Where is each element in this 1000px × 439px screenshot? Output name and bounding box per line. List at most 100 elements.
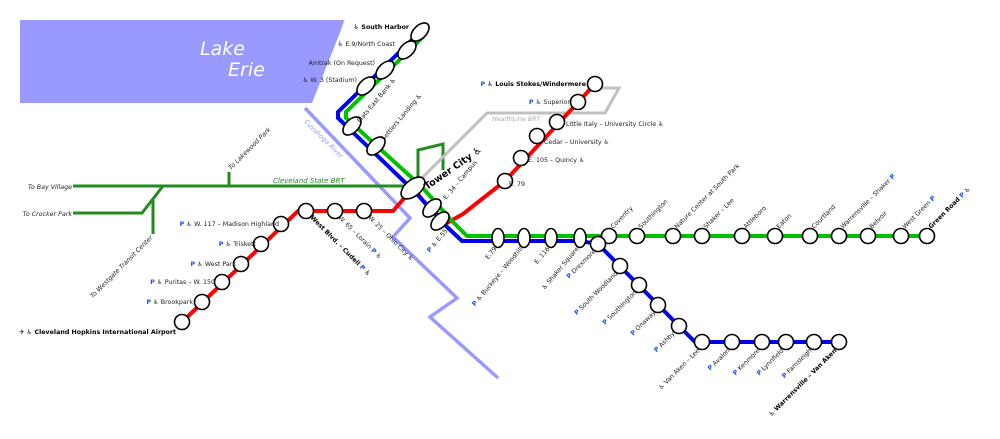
to-lakewood-label: To Lakewood Park [227, 126, 272, 171]
station-label-southington: Southington [637, 198, 669, 230]
stations-layer [173, 20, 936, 351]
station-label-puritas-w-150: P ♿ Puritas – W. 150 [150, 279, 215, 286]
station-settlers-landing[interactable] [364, 134, 389, 159]
station-label-buckeye-woodhill: P ♿ Buckeye – Woodhill [471, 246, 525, 308]
station-label-w-3-stadium: ♿ W. 3 (Stadium) [303, 77, 357, 84]
station-label-e-105-quincy: E. 105 – Quincy ♿ [528, 157, 585, 164]
station-label-south-harbor: ♿ South Harbor [354, 24, 410, 31]
healthline-brt [416, 86, 622, 184]
station-superior[interactable] [569, 93, 587, 111]
station-lynnfield[interactable] [777, 333, 795, 351]
station-belvoir[interactable] [859, 227, 877, 245]
station-green-road[interactable] [918, 227, 936, 245]
station-w-117-madison-highland[interactable] [272, 215, 290, 233]
station-label-green-road: Green Road P ♿ [927, 186, 972, 231]
station-brookpark[interactable] [193, 293, 211, 311]
green-line [344, 34, 927, 238]
station-label-avalon: P Avalon [707, 347, 732, 372]
station-southington[interactable] [630, 276, 648, 294]
lake-label-line2: Erie [228, 59, 265, 81]
station-w-3-stadium[interactable] [354, 74, 379, 99]
station-triskett[interactable] [252, 235, 270, 253]
station-label-amtrak-on-request: Amtrak (On Request) [309, 60, 375, 67]
station-south-woodland[interactable] [611, 257, 629, 275]
station-van-aken-lee[interactable] [693, 333, 711, 351]
lake-shoreline-gap [319, 19, 346, 104]
station-label-southington: P Southington [602, 289, 639, 326]
station-label-cedar-university: Cedar – University ♿ [544, 139, 609, 146]
station-label-brookpark: P ♿ Brookpark [146, 299, 193, 306]
station-e-79[interactable] [496, 172, 514, 190]
station-buckeye-woodhill[interactable] [517, 227, 531, 249]
station-shaker-square[interactable] [573, 227, 587, 249]
to-crocker-park-label: To Crocker Park [23, 211, 73, 218]
station-cleveland-hopkins-international-airport[interactable] [173, 313, 191, 331]
station-e-34-campus[interactable] [420, 196, 445, 221]
station-label-e-55: P ♿ E.55 [426, 228, 450, 254]
station-label-courtland: Courtland [810, 204, 837, 231]
station-label-shaker-lee: Shaker – Lee [702, 197, 735, 230]
station-label-west-park: P ♿ West Park [190, 261, 236, 268]
station-west-blvd-cudell[interactable] [297, 202, 315, 220]
to-bay-village-label: To Bay Village [28, 184, 72, 191]
cleveland-state-brt [73, 142, 445, 234]
station-little-italy-university-circle[interactable] [548, 113, 566, 131]
station-label-belvoir: Belvoir [868, 210, 889, 231]
station-w-25-ohio-city[interactable] [355, 202, 373, 220]
river-label: Cuyahoga River [303, 118, 346, 161]
brt-label: Cleveland State BRT [273, 177, 345, 185]
station-e-9-north-coast[interactable] [395, 38, 420, 63]
station-west-green[interactable] [892, 227, 910, 245]
station-nature-center-at-south-park[interactable] [664, 227, 682, 245]
station-e-116[interactable] [544, 227, 558, 249]
station-label-ashby: P Ashby [653, 330, 677, 354]
station-eaton[interactable] [766, 227, 784, 245]
station-e-55[interactable] [428, 209, 453, 234]
station-label-eaton: Eaton [775, 213, 793, 231]
station-label-warrensville-shaker: Warrensville – Shaker P [839, 173, 897, 231]
station-e-79[interactable] [491, 227, 505, 249]
station-label-settlers-landing: Settlers Landing ♿ [380, 93, 423, 143]
station-onaway[interactable] [649, 296, 667, 314]
cuyahoga-river [303, 106, 500, 380]
station-label-little-italy-university-circle: Little Italy – University Circle ♿ [566, 121, 664, 128]
station-label-van-aken-lee: ♿ Van Aken – Lee [657, 347, 701, 391]
station-label-coventry: Coventry [609, 205, 634, 230]
station-label-e-9-north-coast: ♿ E.9/North Coast [338, 41, 396, 48]
station-flats-east-bank[interactable] [340, 114, 365, 139]
station-drexmore[interactable] [589, 235, 607, 253]
station-label-e-79: E. 79 [509, 181, 525, 188]
station-tower-city[interactable] [397, 173, 429, 203]
station-label-superior: P ♿ Superior [529, 99, 571, 106]
station-label-triskett: P ♿ Triskett [219, 241, 257, 248]
station-puritas-w-150[interactable] [213, 273, 231, 291]
station-southington[interactable] [628, 227, 646, 245]
station-farnsleigh[interactable] [805, 333, 823, 351]
station-coventry[interactable] [600, 227, 618, 245]
station-cedar-university[interactable] [528, 127, 546, 145]
station-south-harbor[interactable] [408, 20, 433, 45]
station-label-cleveland-hopkins-international-airport: ✈ ♿ Cleveland Hopkins International Airp… [19, 329, 176, 336]
station-warrensville-van-aken[interactable] [830, 333, 848, 351]
station-e-105-quincy[interactable] [512, 149, 530, 167]
station-avalon[interactable] [723, 333, 741, 351]
station-shaker-lee[interactable] [693, 227, 711, 245]
lake-erie [20, 20, 345, 103]
station-label-attleboro: Attleboro [742, 205, 767, 230]
station-label-west-blvd-cudell: West Blvd. – Cudell P ♿ [309, 214, 372, 277]
healthline-label: HealthLine BRT [492, 115, 541, 123]
station-courtland[interactable] [801, 227, 819, 245]
station-label-w-117-madison-highland: P ♿ W. 117 – Madison Highland [180, 221, 279, 228]
station-ashby[interactable] [670, 317, 688, 335]
station-kenmore[interactable] [753, 333, 771, 351]
station-amtrak-on-request[interactable] [373, 58, 398, 83]
to-westgate-label: To Westgate Transit Center [88, 233, 154, 299]
station-west-park[interactable] [232, 255, 250, 273]
station-w-65-lorain[interactable] [326, 202, 344, 220]
station-label-e-79: E.79 [484, 246, 498, 261]
station-warrensville-shaker[interactable] [830, 227, 848, 245]
station-attleboro[interactable] [733, 227, 751, 245]
station-louis-stokes-windermere[interactable] [586, 75, 604, 93]
lake-label-line1: Lake [200, 38, 245, 60]
